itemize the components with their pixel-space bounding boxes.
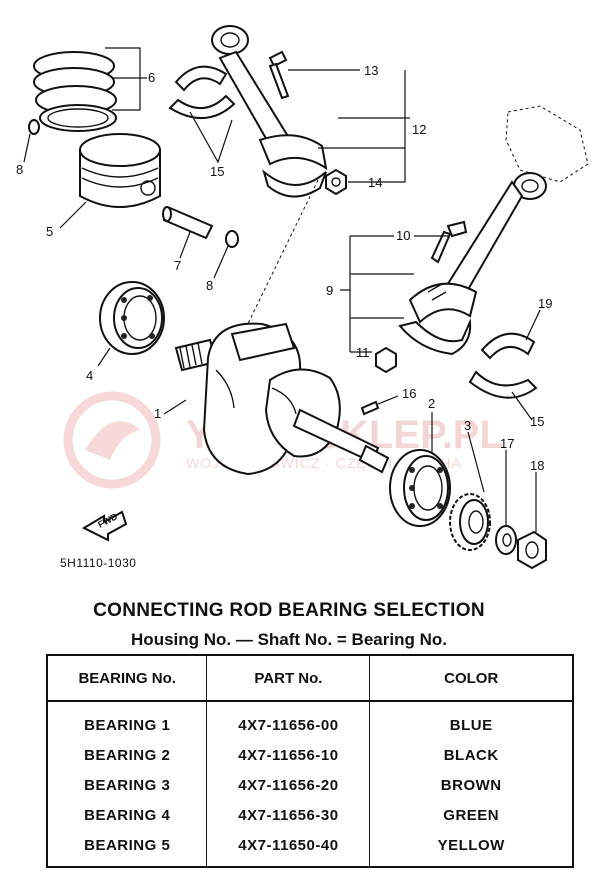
crankshaft xyxy=(174,322,390,476)
connecting-rod-lower xyxy=(398,172,547,356)
header-part-no: PART No. xyxy=(206,655,371,702)
main-bearing-right xyxy=(389,449,451,527)
cell-bearing: BEARING 2 xyxy=(46,740,208,770)
cell-bearing: BEARING 4 xyxy=(46,800,208,830)
table-row: BEARING 1 4X7-11656-00 BLUE xyxy=(46,701,574,740)
header-color: COLOR xyxy=(369,655,574,702)
cell-bearing: BEARING 5 xyxy=(46,830,208,867)
callout-19: 19 xyxy=(538,296,552,311)
bearing-selection-table: BEARING No. PART No. COLOR BEARING 1 4X7… xyxy=(46,654,574,868)
callout-10: 10 xyxy=(396,228,410,243)
callout-1: 1 xyxy=(154,406,161,421)
rod-nut-lower xyxy=(375,346,397,374)
table-row: BEARING 3 4X7-11656-20 BROWN xyxy=(46,770,574,800)
main-bearing-left xyxy=(99,281,165,355)
callout-14: 14 xyxy=(368,175,382,190)
callout-12: 12 xyxy=(412,122,426,137)
header-bearing-no: BEARING No. xyxy=(46,655,208,702)
table-subtitle: Housing No. — Shaft No. = Bearing No. xyxy=(131,630,447,649)
connecting-rod-upper xyxy=(211,25,328,198)
cell-part-no: 4X7-11656-10 xyxy=(206,740,371,770)
callout-6: 6 xyxy=(148,70,155,85)
table-row: BEARING 5 4X7-11650-40 YELLOW xyxy=(46,830,574,867)
callout-15: 15 xyxy=(210,164,224,179)
rod-nut-upper xyxy=(325,168,347,196)
callout-13: 13 xyxy=(364,63,378,78)
washer xyxy=(495,525,517,555)
cell-part-no: 4X7-11656-00 xyxy=(206,701,371,740)
table-title: CONNECTING ROD BEARING SELECTION xyxy=(93,600,485,621)
cell-color: YELLOW xyxy=(369,830,574,867)
table-row: BEARING 4 4X7-11656-30 GREEN xyxy=(46,800,574,830)
big-end-bearing-halves-lower xyxy=(468,332,538,399)
callout-5: 5 xyxy=(46,224,53,239)
circlip-left xyxy=(28,119,40,135)
cell-color: GREEN xyxy=(369,800,574,830)
cell-part-no: 4X7-11656-30 xyxy=(206,800,371,830)
callout-7: 7 xyxy=(174,258,181,273)
cell-color: BLUE xyxy=(369,701,574,740)
forward-direction-arrow: FWD xyxy=(81,510,128,542)
callout-15: 15 xyxy=(530,414,544,429)
watermark-logo xyxy=(63,391,161,489)
diagram-part-code: 5H1110-1030 xyxy=(60,556,136,570)
callout-labels: 6 8 5 7 8 15 13 12 14 10 9 11 19 15 4 1 … xyxy=(16,63,552,473)
table-header-row: BEARING No. PART No. COLOR xyxy=(46,655,574,702)
callout-18: 18 xyxy=(530,458,544,473)
cell-bearing: BEARING 1 xyxy=(46,701,208,740)
piston-rings xyxy=(33,51,117,132)
cell-bearing: BEARING 3 xyxy=(46,770,208,800)
cell-color: BLACK xyxy=(369,740,574,770)
bearing-selection-section: CONNECTING ROD BEARING SELECTION Housing… xyxy=(0,590,612,883)
callout-8: 8 xyxy=(206,278,213,293)
callout-3: 3 xyxy=(464,418,471,433)
callout-2: 2 xyxy=(428,396,435,411)
callout-4: 4 xyxy=(86,368,93,383)
callout-17: 17 xyxy=(500,436,514,451)
piston-pin xyxy=(162,206,214,240)
callout-8: 8 xyxy=(16,162,23,177)
exploded-parts-diagram: YAMA-SKLEP.PL WOJCIECHOWICZ · CZĘŚCI YAM… xyxy=(16,25,589,570)
cell-color: BROWN xyxy=(369,770,574,800)
callout-9: 9 xyxy=(326,283,333,298)
circlip-right xyxy=(225,230,239,248)
callout-11: 11 xyxy=(356,345,370,360)
big-end-bearing-halves-upper xyxy=(168,65,236,120)
crank-nut xyxy=(517,530,547,570)
woodruff-key xyxy=(360,400,380,416)
cell-part-no: 4X7-11650-40 xyxy=(206,830,371,867)
table-row: BEARING 2 4X7-11656-10 BLACK xyxy=(46,740,574,770)
piston xyxy=(79,133,161,208)
rod-bolt-upper xyxy=(268,50,290,100)
callout-16: 16 xyxy=(402,386,416,401)
cell-part-no: 4X7-11656-20 xyxy=(206,770,371,800)
rod-bolt-lower xyxy=(430,220,468,264)
crank-gear xyxy=(449,493,491,551)
